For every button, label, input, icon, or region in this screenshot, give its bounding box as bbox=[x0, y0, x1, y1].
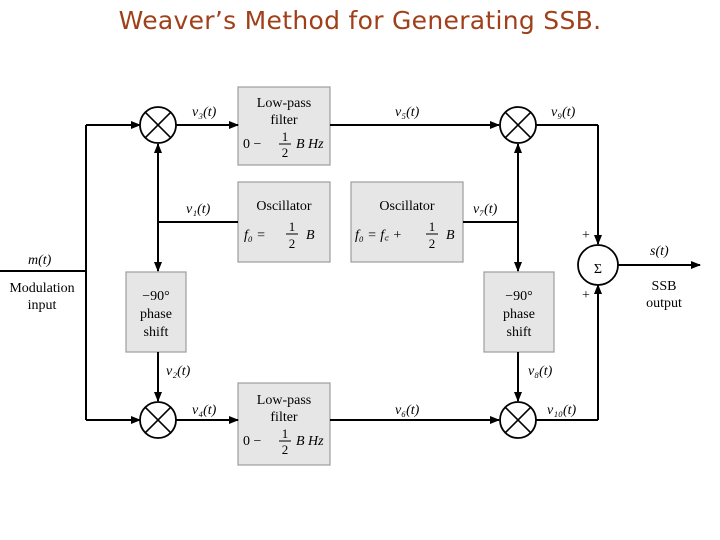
oscillator-left bbox=[237, 181, 331, 263]
signal-v4: v₄(t) bbox=[192, 403, 217, 418]
signal-v10: v₁₀(t) bbox=[547, 403, 577, 418]
lpf-top-line1: Low-pass bbox=[257, 96, 311, 111]
signal-v8: v₈(t) bbox=[528, 364, 553, 379]
osc-left-eq-left: f₀ = bbox=[244, 228, 266, 243]
summer: Σ bbox=[577, 244, 619, 286]
oscillator-right bbox=[350, 181, 464, 263]
input-label-line2: input bbox=[28, 298, 57, 313]
lpf-bottom-range-left: 0 − bbox=[243, 434, 262, 449]
signal-v9: v₉(t) bbox=[551, 105, 576, 120]
lpf-top-frac-num: 1 bbox=[282, 129, 289, 144]
lpf-top-range-left: 0 − bbox=[243, 137, 262, 152]
input-signal-label: m(t) bbox=[28, 253, 52, 268]
output-label-line1: SSB bbox=[652, 279, 677, 294]
phase-shift-left bbox=[125, 271, 187, 353]
lpf-bottom-line2: filter bbox=[270, 410, 298, 425]
signal-v5: v₅(t) bbox=[395, 105, 420, 120]
osc-right-eq-right: B bbox=[446, 228, 455, 243]
mixer-bottom-left bbox=[139, 401, 177, 439]
phase-left-line2: phase bbox=[140, 307, 172, 322]
phase-left-line3: shift bbox=[144, 325, 169, 340]
summer-symbol: Σ bbox=[594, 262, 602, 277]
phase-right-line3: shift bbox=[507, 325, 532, 340]
input-label-line1: Modulation bbox=[9, 281, 74, 296]
signal-v2: v₂(t) bbox=[166, 364, 191, 379]
output-signal-label: s(t) bbox=[650, 244, 669, 259]
lpf-top-range-right: B Hz bbox=[296, 137, 324, 152]
phase-right-line2: phase bbox=[503, 307, 535, 322]
signal-v6: v₆(t) bbox=[395, 403, 420, 418]
output-label-line2: output bbox=[646, 296, 682, 311]
osc-right-eq-left: f₀ = f꜀ + bbox=[355, 228, 402, 243]
summer-plus-top: + bbox=[582, 228, 590, 243]
osc-left-frac-den: 2 bbox=[289, 236, 296, 251]
lpf-bottom-line1: Low-pass bbox=[257, 393, 311, 408]
lpf-bottom-frac-num: 1 bbox=[282, 426, 289, 441]
signal-v3: v₃(t) bbox=[192, 105, 217, 120]
lowpass-filter-bottom bbox=[237, 382, 331, 466]
osc-right-frac-den: 2 bbox=[429, 236, 436, 251]
osc-right-line1: Oscillator bbox=[379, 199, 435, 214]
phase-right-line1: −90° bbox=[505, 289, 533, 304]
osc-left-frac-num: 1 bbox=[289, 219, 296, 234]
lpf-top-line2: filter bbox=[270, 113, 298, 128]
osc-left-line1: Oscillator bbox=[256, 199, 312, 214]
mixer-top-left bbox=[139, 106, 177, 144]
phase-left-line1: −90° bbox=[142, 289, 170, 304]
slide-title: Weaver’s Method for Generating SSB. bbox=[118, 6, 602, 35]
lpf-bottom-range-right: B Hz bbox=[296, 434, 324, 449]
osc-right-frac-num: 1 bbox=[429, 219, 436, 234]
lpf-top-frac-den: 2 bbox=[282, 145, 289, 160]
mixer-top-right bbox=[499, 106, 537, 144]
summer-plus-bottom: + bbox=[582, 288, 590, 303]
lowpass-filter-top bbox=[237, 86, 331, 166]
signal-v7: v₇(t) bbox=[473, 202, 498, 217]
signal-v1: v₁(t) bbox=[186, 202, 211, 217]
lpf-bottom-frac-den: 2 bbox=[282, 442, 289, 457]
mixer-bottom-right bbox=[499, 401, 537, 439]
osc-left-eq-right: B bbox=[306, 228, 315, 243]
